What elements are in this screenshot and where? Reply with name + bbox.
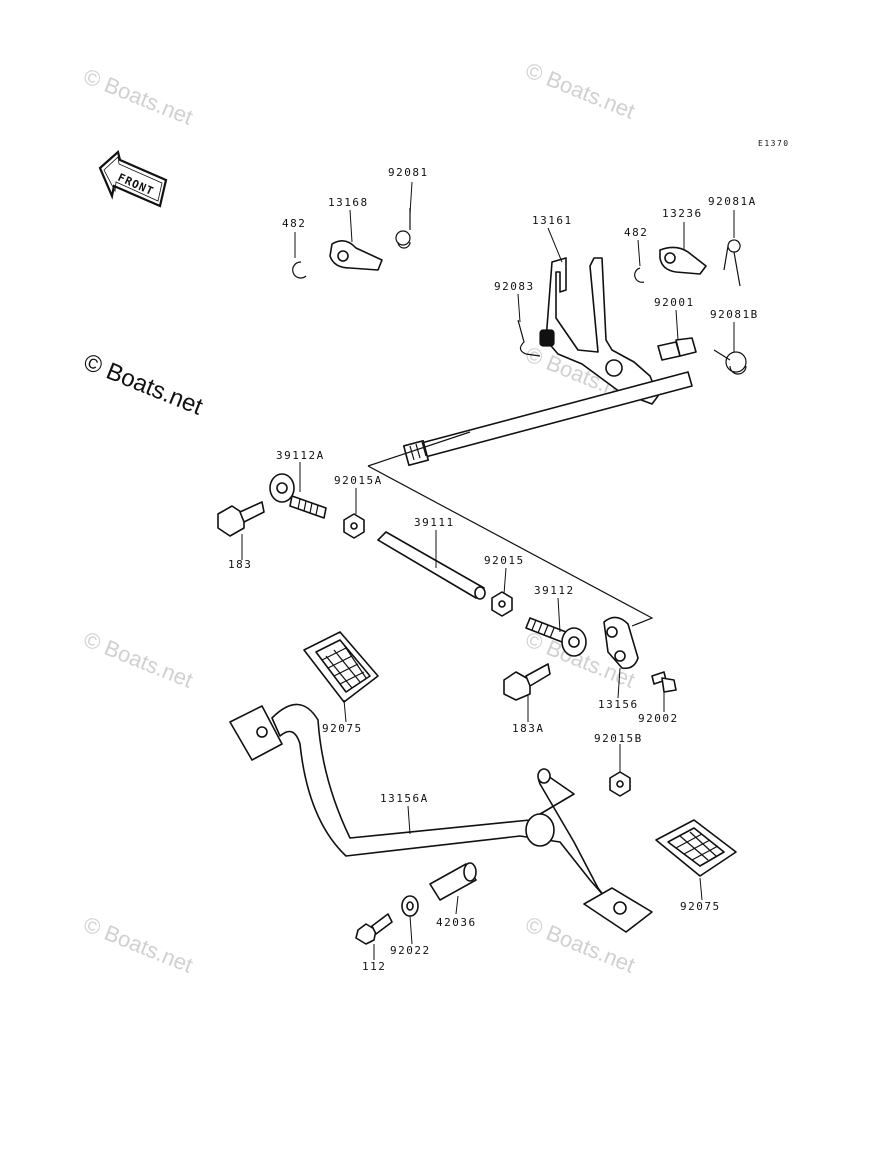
- part-label: 92081B: [710, 308, 759, 321]
- part-label: 39111: [414, 516, 455, 529]
- part-label: 92075: [322, 722, 363, 735]
- part-label: 42036: [436, 916, 477, 929]
- pedal-pad-92075-right: [655, 819, 737, 877]
- bolt-112: [355, 913, 393, 945]
- spring-92081: [395, 208, 411, 249]
- part-label: 92083: [494, 280, 535, 293]
- spring-92081B: [713, 349, 747, 375]
- part-label: 92002: [638, 712, 679, 725]
- collar-42036: [429, 862, 477, 901]
- part-label: 13156: [598, 698, 639, 711]
- part-labels: 482 13168 92081 13161 482 13236 92081A 9…: [228, 166, 759, 973]
- part-label: 39112: [534, 584, 575, 597]
- front-arrow-icon: FRONT: [98, 149, 168, 208]
- part-label: 92081A: [708, 195, 757, 208]
- spring-92081A: [723, 239, 741, 287]
- part-label: 112: [362, 960, 386, 973]
- part-label: 482: [282, 217, 306, 230]
- part-label: 92075: [680, 900, 721, 913]
- part-label: 482: [624, 226, 648, 239]
- nut-92015A: [343, 513, 365, 539]
- part-label: 13236: [662, 207, 703, 220]
- leader-lines: [241, 181, 735, 960]
- part-label: 92015A: [334, 474, 383, 487]
- part-label: 92015: [484, 554, 525, 567]
- shift-shaft: [402, 371, 693, 467]
- part-label: 92081: [388, 166, 429, 179]
- bolt-183: [217, 501, 265, 537]
- part-label: 183A: [512, 722, 545, 735]
- nut-92015B: [609, 771, 631, 797]
- plate-13168: [329, 240, 383, 271]
- part-label: 39112A: [276, 449, 325, 462]
- watermark: © Boats.net: [80, 63, 196, 129]
- pedal-pad-92075-left: [303, 631, 379, 703]
- clip-92083: [517, 319, 541, 357]
- washer-92022: [401, 895, 419, 917]
- part-label: 183: [228, 558, 252, 571]
- bolt-183A: [503, 663, 551, 701]
- watermark: © Boats.net: [80, 626, 196, 692]
- brake-pedal-13156A: [229, 703, 653, 933]
- shift-lever-13161: [539, 257, 659, 405]
- watermark: © Boats.net: [522, 57, 638, 123]
- part-label: 13161: [532, 214, 573, 227]
- part-label: 92001: [654, 296, 695, 309]
- rod-end-39112: [525, 617, 587, 657]
- watermark: © Boats.net: [80, 911, 196, 977]
- rod-end-39112A: [269, 473, 327, 519]
- part-label: 13156A: [380, 792, 429, 805]
- nut-92015: [491, 591, 513, 617]
- part-label: 92022: [390, 944, 431, 957]
- part-label: 92015B: [594, 732, 643, 745]
- circlip-482-left: [292, 261, 307, 279]
- watermark-dark: © Boats.net: [80, 349, 207, 421]
- bolt-92002: [651, 671, 677, 693]
- rod-39111: [377, 531, 486, 600]
- diagram-code: E1370: [758, 139, 790, 148]
- circlip-482-right: [634, 267, 645, 283]
- plate-13236: [659, 246, 707, 275]
- bolt-92001: [657, 337, 697, 361]
- part-label: 13168: [328, 196, 369, 209]
- lever-13156: [603, 616, 639, 670]
